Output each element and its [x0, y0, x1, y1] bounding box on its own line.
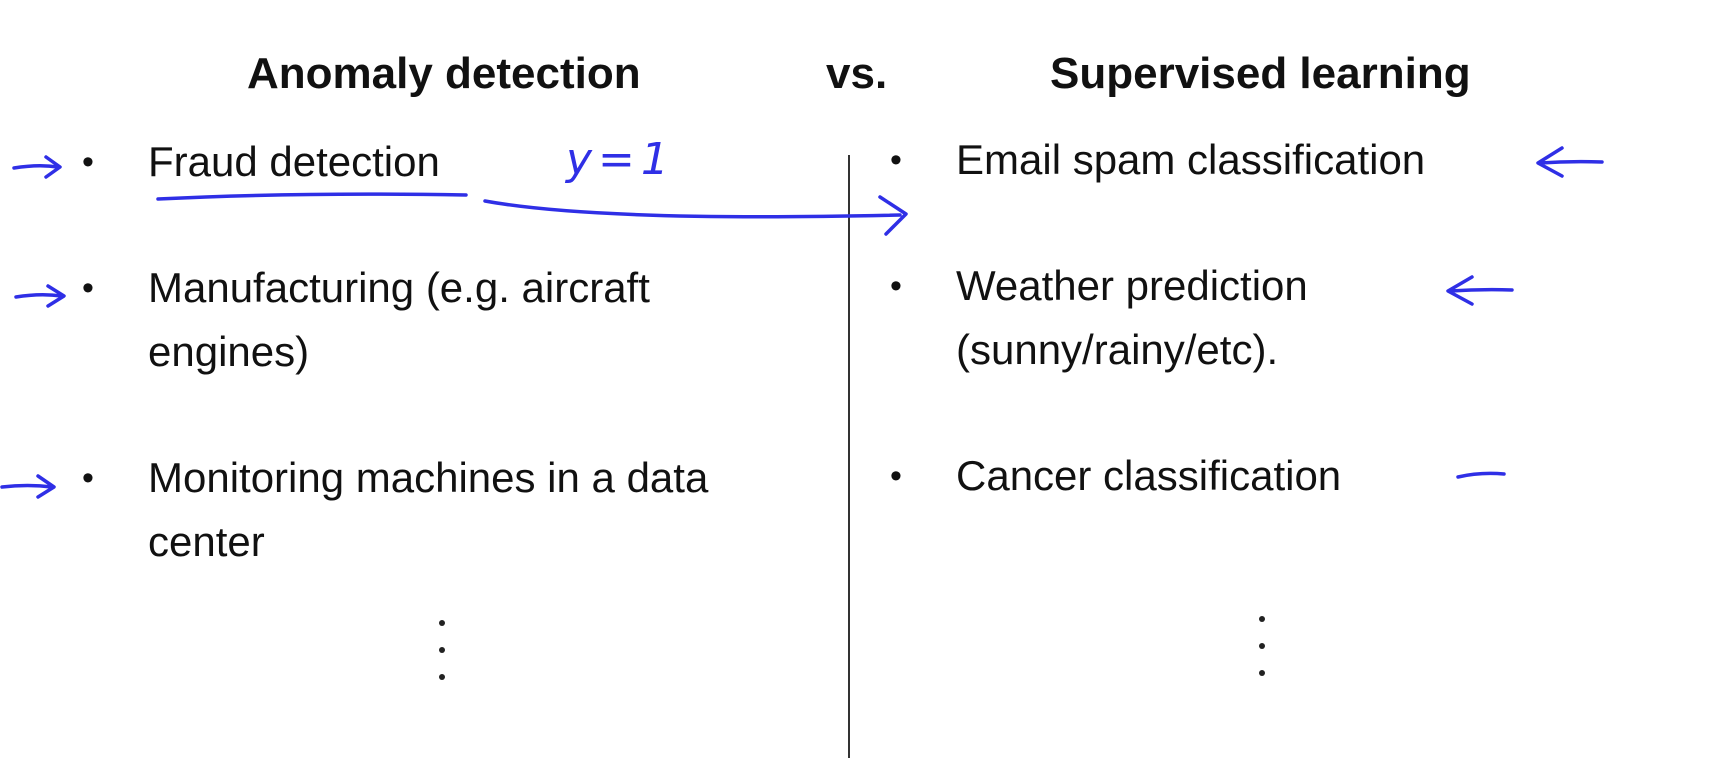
list-item-manufacturing: Manufacturing (e.g. aircraft engines)	[148, 256, 828, 384]
arrow-left-icon	[1536, 146, 1604, 178]
bullet-icon: •	[82, 459, 94, 497]
list-item-cancer-classification: Cancer classification	[956, 444, 1456, 508]
list-item-line: Monitoring machines in a data	[148, 454, 709, 501]
right-more-items-vertical-ellipsis-icon	[1259, 616, 1265, 678]
arrow-right-icon	[14, 284, 66, 308]
list-item-line: Cancer classification	[956, 452, 1342, 499]
list-item-email-spam: Email spam classification	[956, 128, 1456, 192]
left-more-items-vertical-ellipsis-icon	[439, 620, 445, 682]
list-item-fraud-detection: Fraud detection	[148, 130, 828, 194]
list-item-line: Email spam classification	[956, 136, 1426, 183]
bullet-icon: •	[890, 141, 902, 179]
bullet-icon: •	[82, 269, 94, 307]
list-item-line: Fraud detection	[148, 138, 440, 185]
underline-stroke	[156, 192, 468, 201]
list-item-line: center	[148, 518, 265, 565]
bullet-icon: •	[82, 143, 94, 181]
arrow-left-icon	[1446, 275, 1514, 306]
curved-arrow-icon	[483, 195, 908, 236]
list-item-line: Manufacturing (e.g. aircraft	[148, 264, 650, 311]
list-item-line: (sunny/rainy/etc).	[956, 326, 1279, 373]
anomaly-detection-heading: Anomaly detection	[247, 49, 641, 98]
column-divider	[848, 155, 850, 758]
list-item-weather-prediction: Weather prediction (sunny/rainy/etc).	[956, 254, 1456, 382]
handwritten-y-equals-1-label: y=1	[566, 134, 675, 185]
dash-stroke	[1456, 471, 1506, 479]
bullet-icon: •	[890, 267, 902, 305]
list-item-line: engines)	[148, 328, 310, 375]
supervised-learning-heading: Supervised learning	[1050, 49, 1471, 98]
list-item-monitoring: Monitoring machines in a data center	[148, 446, 828, 574]
arrow-right-icon	[12, 155, 62, 179]
vs-heading: vs.	[826, 49, 888, 98]
bullet-icon: •	[890, 457, 902, 495]
arrow-right-icon	[0, 474, 56, 499]
list-item-line: Weather prediction	[956, 262, 1308, 309]
